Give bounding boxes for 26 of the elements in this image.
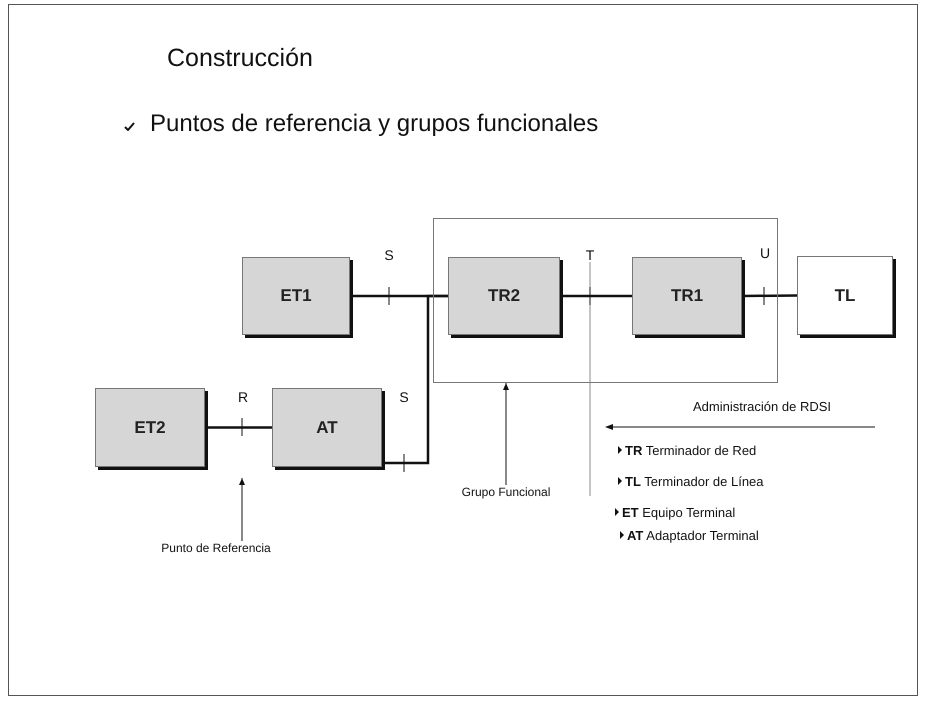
definition-text: AT Adaptador Terminal: [627, 528, 759, 543]
reference-point-label: S: [384, 247, 394, 263]
block-box: AT: [272, 388, 382, 467]
note-text: Administración de RDSI: [693, 399, 831, 414]
connection-line: [382, 294, 448, 464]
definition-text: ET Equipo Terminal: [622, 505, 736, 520]
note-text: Grupo Funcional: [462, 485, 550, 499]
connection-line: [560, 294, 632, 298]
block-box: TR2: [448, 257, 560, 335]
reference-point-label: S: [399, 389, 409, 405]
block-box: TR1: [632, 257, 742, 335]
block-box: ET2: [95, 388, 205, 467]
block-box: TL: [797, 256, 893, 335]
group-frame: [433, 218, 778, 383]
reference-point-label: U: [760, 245, 770, 261]
subtitle: Puntos de referencia y grupos funcionales: [150, 110, 598, 138]
definition-text: TL Terminador de Línea: [625, 474, 764, 489]
slide-title: Construcción: [167, 44, 313, 73]
note-text: Punto de Referencia: [161, 541, 271, 555]
definition-text: TR Terminador de Red: [625, 443, 756, 458]
connection-line: [205, 426, 272, 429]
reference-point-label: R: [238, 389, 248, 405]
block-box: ET1: [242, 257, 350, 335]
reference-point-label: T: [586, 247, 594, 263]
leader-line: [239, 478, 245, 542]
leader-line: [503, 382, 509, 486]
